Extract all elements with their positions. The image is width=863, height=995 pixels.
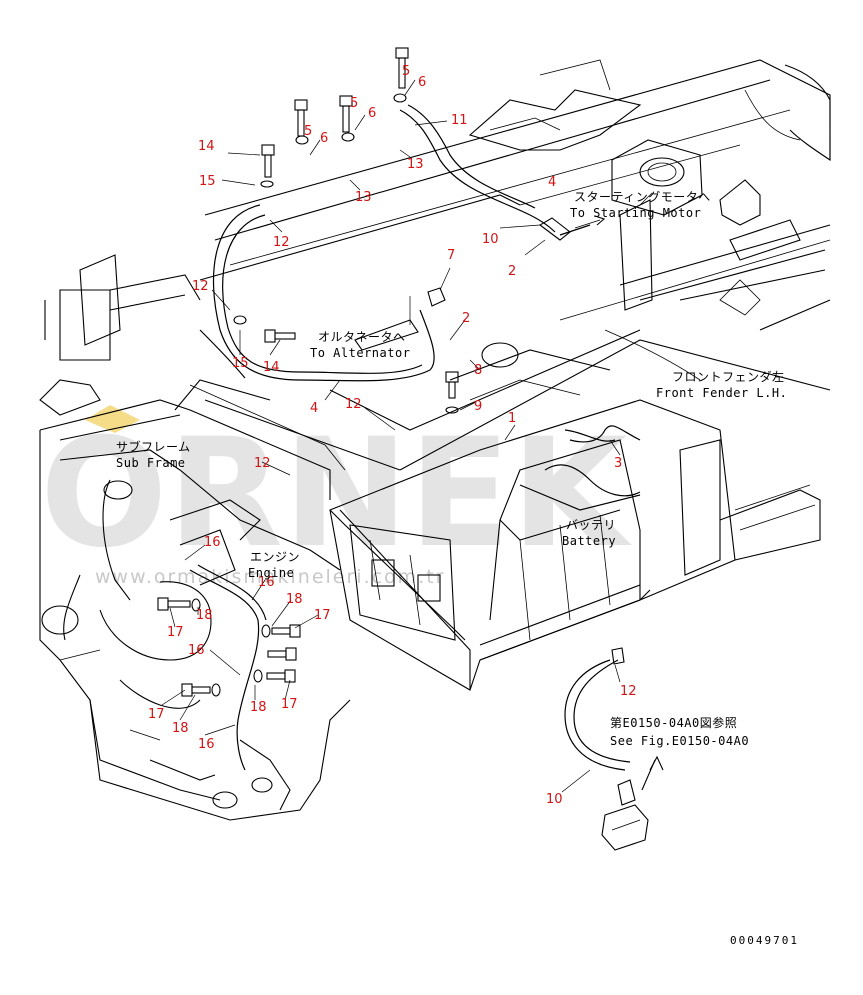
engine <box>39 430 351 821</box>
callout-number: 5 <box>402 64 410 79</box>
washer <box>253 669 263 683</box>
drawing-number: 00049701 <box>730 934 799 947</box>
washer <box>261 624 271 638</box>
callout-number: 4 <box>548 175 556 190</box>
callout-numbers: 5 6 5 6 5 6 11 14 15 13 13 12 4 10 2 12 … <box>148 64 637 807</box>
clip <box>427 287 446 307</box>
starting-motor-label-en: To Starting Motor <box>570 206 701 220</box>
bolt <box>157 597 191 611</box>
callout-number: 17 <box>148 707 165 722</box>
callout-number: 6 <box>368 106 376 121</box>
battery-box <box>329 329 821 691</box>
washer <box>233 315 247 325</box>
watermark-logo: ORNEK <box>40 407 632 581</box>
battery-label-en: Battery <box>562 534 616 548</box>
callout-number: 12 <box>620 684 637 699</box>
callout-number: 9 <box>474 399 482 414</box>
callout-number: 16 <box>204 535 221 550</box>
callout-number: 12 <box>254 456 271 471</box>
front-fender-label-jp: フロントフェンダ左 <box>672 369 785 384</box>
callout-number: 1 <box>508 411 516 426</box>
washer <box>191 598 201 612</box>
callout-number: 16 <box>198 737 215 752</box>
callout-number: 17 <box>281 697 298 712</box>
callout-number: 13 <box>355 190 372 205</box>
callout-number: 14 <box>198 139 215 154</box>
alternator-label-en: To Alternator <box>310 346 410 360</box>
cable-end <box>354 319 419 351</box>
bolt <box>267 647 297 661</box>
callout-number: 10 <box>482 232 499 247</box>
bolt <box>445 371 459 399</box>
callout-number: 15 <box>232 356 249 371</box>
fasteners <box>157 47 625 697</box>
front-fender-label-en: Front Fender L.H. <box>656 386 787 400</box>
see-figure-label-en: See Fig.E0150-04A0 <box>610 734 749 748</box>
callout-number: 12 <box>345 397 362 412</box>
callout-number: 15 <box>199 174 216 189</box>
callout-number: 18 <box>172 721 189 736</box>
callout-number: 14 <box>263 360 280 375</box>
bolt <box>266 669 296 683</box>
callout-number: 17 <box>167 625 184 640</box>
callout-number: 10 <box>546 792 563 807</box>
washer <box>445 406 459 414</box>
bolt <box>261 144 275 178</box>
callout-number: 16 <box>258 575 275 590</box>
battery-label-jp: バッテリ <box>566 518 616 532</box>
bolt <box>181 683 211 697</box>
callout-number: 16 <box>188 643 205 658</box>
callout-number: 18 <box>196 608 213 623</box>
callout-number: 4 <box>310 401 318 416</box>
sub-frame-label-jp: サブフレーム <box>116 439 191 454</box>
washer <box>393 93 407 103</box>
washer <box>341 132 355 142</box>
starting-motor-label-jp: スターティングモータへ <box>574 190 711 204</box>
bolt <box>271 624 301 638</box>
bolt <box>339 95 353 133</box>
callout-number: 12 <box>192 279 209 294</box>
callout-number: 3 <box>614 456 622 471</box>
bolt <box>395 47 409 89</box>
sensor-unit <box>601 755 664 851</box>
annotations: スターティングモータへ To Starting Motor オルタネータへ To… <box>116 190 799 947</box>
sub-frame-label-en: Sub Frame <box>116 456 186 470</box>
callout-number: 11 <box>451 113 468 128</box>
callout-number: 6 <box>320 131 328 146</box>
callout-number: 7 <box>447 248 455 263</box>
washer <box>295 135 309 145</box>
washer <box>260 180 274 188</box>
callout-number: 5 <box>350 96 358 111</box>
callout-number: 17 <box>314 608 331 623</box>
callout-number: 18 <box>286 592 303 607</box>
see-figure-label-jp: 第E0150-04A0図参照 <box>610 715 737 730</box>
clip <box>611 647 625 665</box>
callout-number: 8 <box>474 363 482 378</box>
callout-number: 18 <box>250 700 267 715</box>
callout-number: 12 <box>273 235 290 250</box>
engine-label-en: Engine <box>248 566 294 580</box>
callout-number: 2 <box>462 311 470 326</box>
note-arrows <box>409 192 653 325</box>
callout-number: 2 <box>508 264 516 279</box>
washer <box>211 683 221 697</box>
main-frame <box>39 59 831 500</box>
watermark: ORNEK www.ormakismakineleri.com.tr <box>40 405 632 588</box>
callout-leaders <box>161 79 621 793</box>
bolt <box>264 329 296 343</box>
engine-label-jp: エンジン <box>250 550 300 564</box>
callout-number: 13 <box>407 157 424 172</box>
cables <box>189 104 631 771</box>
callout-number: 5 <box>304 124 312 139</box>
alternator-label-jp: オルタネータへ <box>318 330 406 344</box>
cable-terminal <box>539 217 571 241</box>
callout-number: 6 <box>418 75 426 90</box>
